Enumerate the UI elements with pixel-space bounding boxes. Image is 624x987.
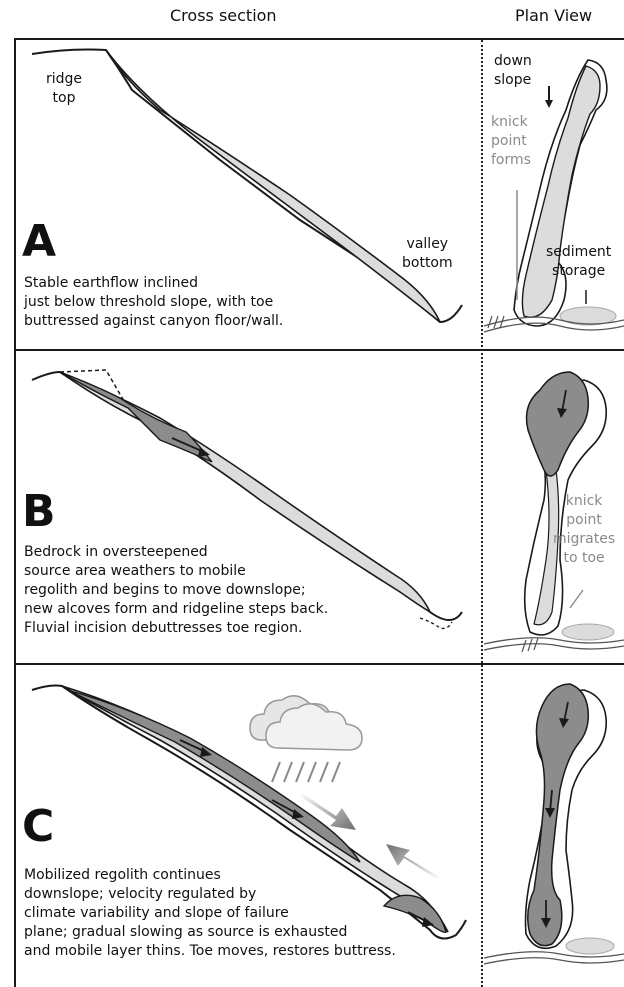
panel-c-letter: C [22,805,54,849]
panel-c-channel-2 [484,958,624,964]
panel-b-letter: B [22,490,56,534]
panel-c-plan-view [484,684,624,964]
panel-b-incision-marks [522,638,538,652]
panel-c-sediment-mound [566,938,614,954]
panel-a-incision-marks [488,316,504,328]
panel-a-letter: A [22,220,56,264]
knick-migrates-leader [570,590,583,608]
panel-b-sediment-mound [562,624,614,640]
panel-b-ground-start [32,372,60,380]
panel-a-channel-2 [484,323,624,332]
rain-cloud-icon [250,696,362,782]
panel-a-plan-view [484,60,624,332]
down-arrow-icon [545,100,553,108]
panel-b-mobile-regolith [62,373,212,462]
panel-b-channel-2 [484,644,624,650]
